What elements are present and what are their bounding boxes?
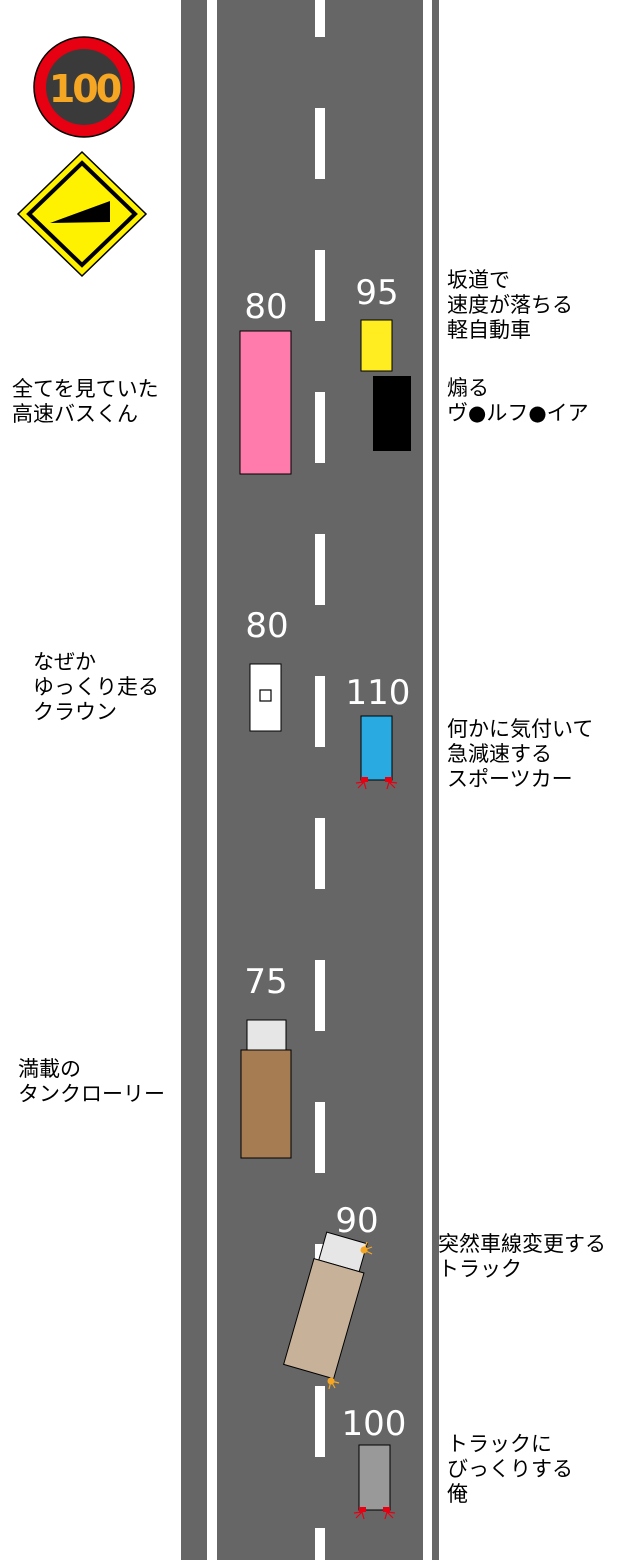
lane-dash — [315, 960, 325, 1031]
brake-light-left — [359, 1507, 366, 1512]
speed-limit-value: 100 — [49, 67, 121, 111]
my-car-brake-lights — [353, 1507, 396, 1520]
lane-dash — [315, 1102, 325, 1173]
lane-dash — [315, 1528, 325, 1560]
bus-body — [239, 330, 292, 475]
speed-limit-sign: 100 — [33, 36, 135, 138]
lane-dash — [315, 676, 325, 747]
lane-dash — [315, 534, 325, 605]
road-right-shoulder — [432, 0, 439, 1560]
turn-signal-front-flash — [363, 1241, 373, 1255]
crown-label: なぜか ゆっくり走る クラウン — [33, 650, 159, 724]
my-car-label: トラックに びっくりする 俺 — [447, 1432, 573, 1506]
bus-label: 全てを見ていた 高速バスくん — [12, 377, 159, 426]
road-shoulder-line-left — [207, 0, 217, 1560]
brake-flash-right — [386, 781, 398, 790]
road-shoulder-line-right — [423, 0, 432, 1560]
turn-signal-rear-flash — [328, 1380, 340, 1390]
kei-car-speed: 95 — [355, 273, 399, 313]
speed-limit-sign-face — [46, 49, 122, 125]
tanker-label: 満載の タンクローリー — [18, 1057, 165, 1106]
crown-speed: 80 — [245, 606, 289, 646]
truck-label: 突然車線変更する トラック — [438, 1232, 606, 1281]
tanker-speed: 75 — [244, 962, 288, 1002]
bus-speed: 80 — [244, 287, 288, 327]
sports-car-label: 何かに気付いて 急減速する スポーツカー — [447, 717, 594, 791]
truck-speed: 90 — [335, 1201, 379, 1241]
tanker-tank — [240, 1049, 292, 1159]
vellfire-label: 煽る ヴ●ルフ●イア — [447, 376, 589, 425]
lane-dash — [315, 1386, 325, 1457]
lane-dash — [315, 818, 325, 889]
brake-flash-left — [355, 781, 367, 790]
brake-flash-left — [353, 1511, 365, 1520]
brake-light-right — [383, 1507, 390, 1512]
slope-warning-sign — [16, 150, 148, 278]
vellfire-body — [373, 376, 411, 451]
truck-turn-signals — [327, 1241, 373, 1390]
lane-dash — [315, 392, 325, 463]
slope-warning-sign-border — [26, 160, 138, 268]
crown-body — [249, 663, 282, 732]
tanker-cab — [246, 1019, 287, 1051]
lane-dash — [315, 250, 325, 321]
brake-light-left — [361, 777, 368, 782]
truck — [283, 1231, 368, 1380]
truck-cargo — [283, 1258, 365, 1380]
lane-dash — [315, 108, 325, 179]
sports-car-speed: 110 — [345, 673, 411, 713]
slope-warning-icon — [50, 201, 110, 223]
brake-light-right — [385, 777, 392, 782]
kei-car-label: 坂道で 速度が落ちる 軽自動車 — [447, 268, 573, 342]
road-left-shoulder — [181, 0, 207, 1560]
lane-dash — [315, 0, 325, 37]
kei-car-body — [360, 319, 393, 372]
sports-car-brake-lights — [355, 777, 398, 790]
my-car-body — [358, 1444, 391, 1511]
my-car-speed: 100 — [341, 1404, 407, 1444]
crown-roof-icon — [259, 689, 272, 702]
sports-car-body — [360, 715, 393, 781]
brake-flash-right — [384, 1511, 396, 1520]
